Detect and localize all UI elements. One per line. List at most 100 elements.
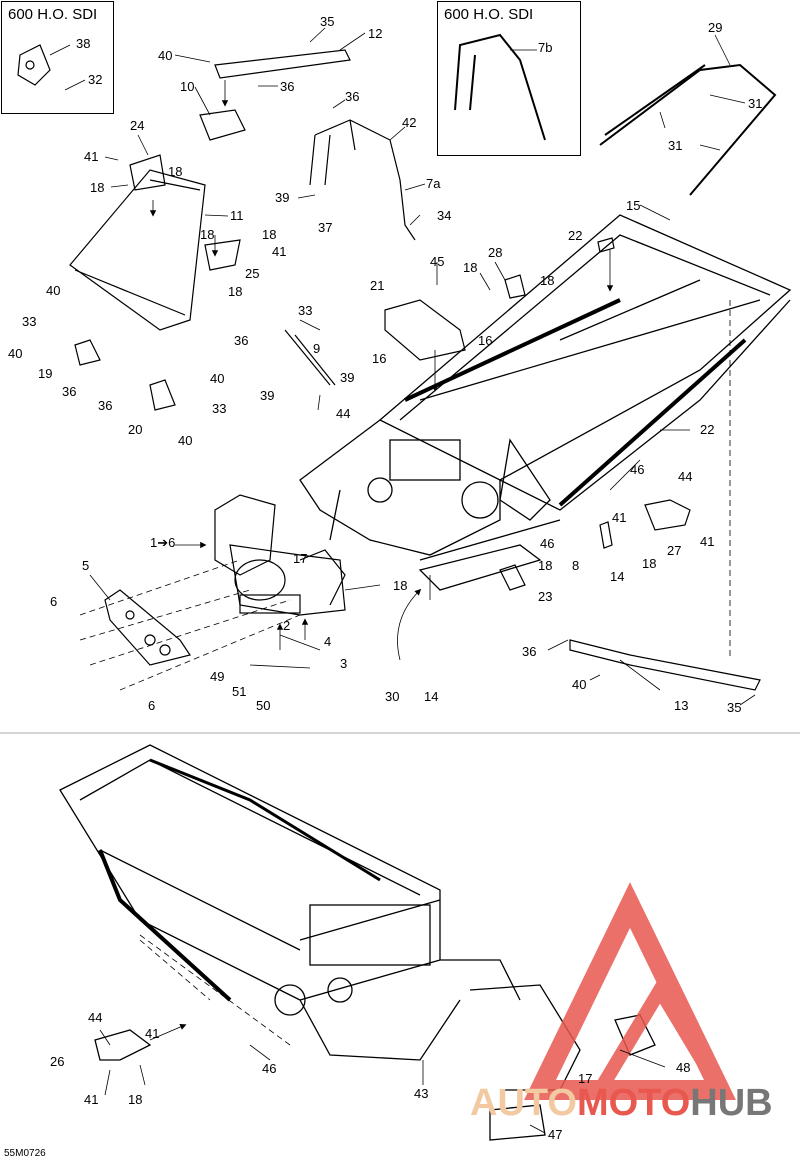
callout-35: 35 bbox=[727, 700, 741, 715]
inset-title: 600 H.O. SDI bbox=[444, 6, 534, 23]
callout-15: 15 bbox=[626, 198, 640, 213]
callout-2: 2 bbox=[283, 618, 290, 633]
callout-35: 35 bbox=[320, 14, 334, 29]
callout-11: 11 bbox=[230, 208, 244, 223]
callout-36: 36 bbox=[234, 333, 248, 348]
callout-32: 32 bbox=[88, 72, 102, 87]
callout-41: 41 bbox=[612, 510, 626, 525]
callout-22: 22 bbox=[700, 422, 714, 437]
callout-1-to-6: 1➔6 bbox=[150, 535, 175, 550]
front-module bbox=[104, 494, 346, 666]
callout-28: 28 bbox=[488, 245, 502, 260]
callout-12: 12 bbox=[368, 26, 382, 41]
reference-code: 55M0726 bbox=[4, 1148, 46, 1159]
lower-rail-right bbox=[149, 758, 381, 882]
callout-41: 41 bbox=[700, 534, 714, 549]
callout-44: 44 bbox=[88, 1010, 102, 1025]
callout-31: 31 bbox=[668, 138, 682, 153]
callout-21: 21 bbox=[370, 278, 384, 293]
callout-37: 37 bbox=[318, 220, 332, 235]
callout-7b: 7b bbox=[538, 40, 552, 55]
callout-47: 47 bbox=[548, 1127, 562, 1142]
callout-34: 34 bbox=[437, 208, 451, 223]
callout-26: 26 bbox=[50, 1054, 64, 1069]
callout-labels: 35 12 40 36 10 38 32 7b 29 31 31 36 42 7… bbox=[8, 14, 762, 1142]
callout-46: 46 bbox=[630, 462, 644, 477]
callout-18: 18 bbox=[168, 164, 182, 179]
upper-rail-right bbox=[558, 338, 747, 507]
watermark-part-moto: MOTO bbox=[576, 1082, 691, 1124]
callout-48: 48 bbox=[676, 1060, 690, 1075]
inset-title: 600 H.O. SDI bbox=[8, 6, 98, 23]
upper-parts bbox=[69, 49, 761, 691]
callout-9: 9 bbox=[313, 341, 320, 356]
callout-51: 51 bbox=[232, 684, 246, 699]
callout-17: 17 bbox=[578, 1071, 592, 1086]
inset-box-right: 600 H.O. SDI bbox=[437, 1, 581, 156]
callout-24: 24 bbox=[130, 118, 144, 133]
callout-43: 43 bbox=[414, 1086, 428, 1101]
callout-46: 46 bbox=[262, 1061, 276, 1076]
callout-20: 20 bbox=[128, 422, 142, 437]
callout-41: 41 bbox=[145, 1026, 159, 1041]
callout-39: 39 bbox=[260, 388, 274, 403]
inset-left-part bbox=[17, 44, 51, 86]
callout-41: 41 bbox=[84, 149, 98, 164]
bumper-29 bbox=[599, 63, 777, 196]
callout-18: 18 bbox=[393, 578, 407, 593]
upper-rail-left bbox=[404, 298, 621, 402]
lower-rail-left bbox=[98, 849, 232, 1002]
callout-33: 33 bbox=[298, 303, 312, 318]
callout-10: 10 bbox=[180, 79, 194, 94]
callout-45: 45 bbox=[430, 254, 444, 269]
callout-18: 18 bbox=[463, 260, 477, 275]
callout-4: 4 bbox=[324, 634, 331, 649]
callout-16: 16 bbox=[372, 351, 386, 366]
callout-39: 39 bbox=[275, 190, 289, 205]
callout-36: 36 bbox=[62, 384, 76, 399]
callout-31: 31 bbox=[748, 96, 762, 111]
callout-27: 27 bbox=[667, 543, 681, 558]
callout-46: 46 bbox=[540, 536, 554, 551]
callout-18: 18 bbox=[642, 556, 656, 571]
callout-6: 6 bbox=[50, 594, 57, 609]
watermark-part-auto: AUTO bbox=[470, 1082, 577, 1124]
callout-17: 17 bbox=[293, 551, 307, 566]
callout-19: 19 bbox=[38, 366, 52, 381]
callout-18: 18 bbox=[90, 180, 104, 195]
callout-38: 38 bbox=[76, 36, 90, 51]
watermark-part-hub: HUB bbox=[690, 1082, 773, 1124]
watermark-logo bbox=[524, 882, 736, 1100]
callout-14: 14 bbox=[424, 689, 438, 704]
callout-3: 3 bbox=[340, 656, 347, 671]
callout-18: 18 bbox=[228, 284, 242, 299]
callout-18: 18 bbox=[540, 273, 554, 288]
callout-18: 18 bbox=[262, 227, 276, 242]
callout-18: 18 bbox=[538, 558, 552, 573]
upper-frame bbox=[299, 214, 792, 591]
callout-42: 42 bbox=[402, 115, 416, 130]
callout-18: 18 bbox=[200, 227, 214, 242]
callout-30: 30 bbox=[385, 689, 399, 704]
callout-5: 5 bbox=[82, 558, 89, 573]
callout-36: 36 bbox=[280, 79, 294, 94]
callout-8: 8 bbox=[572, 558, 579, 573]
callout-40: 40 bbox=[8, 346, 22, 361]
callout-50: 50 bbox=[256, 698, 270, 713]
callout-22: 22 bbox=[568, 228, 582, 243]
callout-44: 44 bbox=[678, 469, 692, 484]
callout-33: 33 bbox=[22, 314, 36, 329]
callout-40: 40 bbox=[46, 283, 60, 298]
callout-40: 40 bbox=[572, 677, 586, 692]
callout-36: 36 bbox=[98, 398, 112, 413]
callout-25: 25 bbox=[245, 266, 259, 281]
callout-29: 29 bbox=[708, 20, 722, 35]
callout-41: 41 bbox=[84, 1092, 98, 1107]
leader-lines bbox=[49, 27, 756, 1134]
callout-18: 18 bbox=[128, 1092, 142, 1107]
callout-36: 36 bbox=[345, 89, 359, 104]
callout-40: 40 bbox=[178, 433, 192, 448]
callout-16: 16 bbox=[478, 333, 492, 348]
callout-41: 41 bbox=[272, 244, 286, 259]
